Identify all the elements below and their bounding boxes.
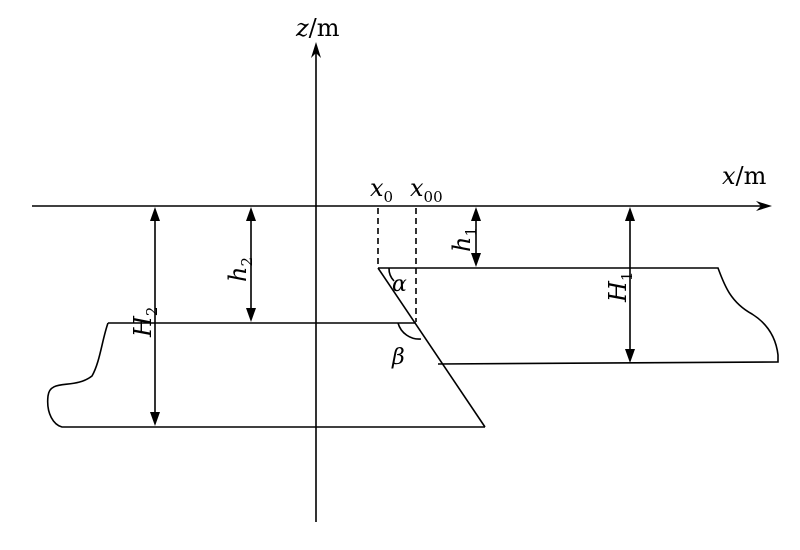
h1-arrow-bottom <box>471 253 481 267</box>
x-axis-label: x/m <box>722 162 767 190</box>
z-axis-label: z/m <box>295 14 340 42</box>
alpha-angle-arc <box>388 267 395 282</box>
fault-plane-line <box>377 267 486 428</box>
h2-label: h2 <box>224 257 256 282</box>
beta-label: β <box>391 345 405 370</box>
z-axis-arrowhead <box>311 42 321 58</box>
H2-arrow-top <box>150 207 160 221</box>
h2-arrow-bottom <box>246 308 256 322</box>
alpha-label: α <box>392 272 407 297</box>
beta-angle-arc <box>397 322 422 340</box>
H1-label: H1 <box>604 272 636 303</box>
x0-label: x0 <box>370 174 393 206</box>
H1-arrow-top <box>625 207 635 221</box>
h2-arrow-top <box>246 207 256 221</box>
h1-arrow-top <box>471 207 481 221</box>
H2-arrow-bottom <box>150 412 160 426</box>
H1-arrow-bottom <box>625 349 635 363</box>
left-block-outline <box>46 322 485 428</box>
x00-label: x00 <box>410 174 443 206</box>
x-axis-arrowhead <box>756 201 772 211</box>
right-block-outline <box>378 267 779 365</box>
h1-label: h1 <box>448 227 480 252</box>
H2-label: H2 <box>129 307 161 338</box>
